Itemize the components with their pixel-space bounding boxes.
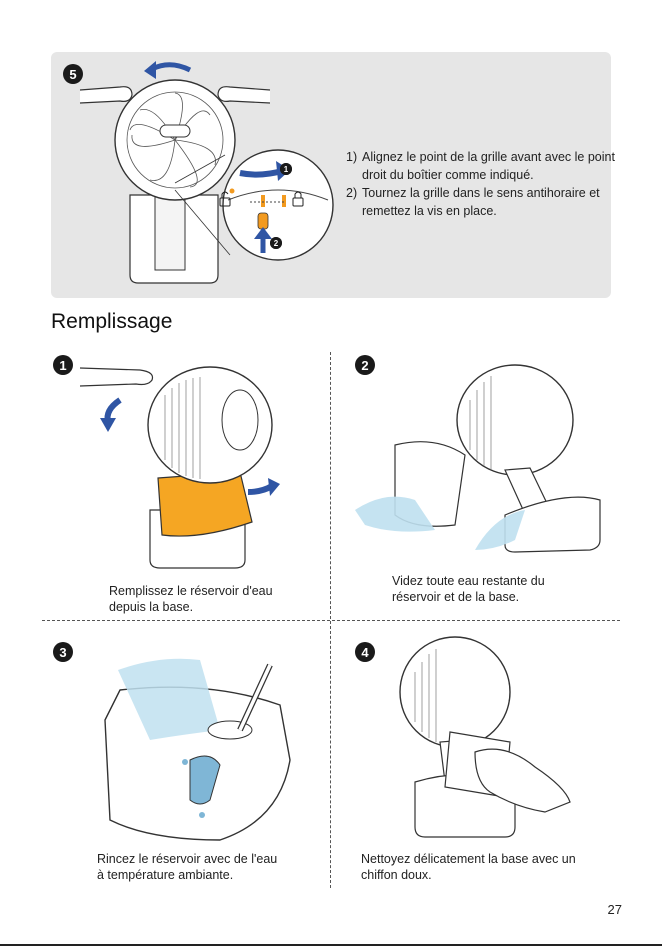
instruction-number: 2) [346,186,358,200]
instruction-text: Alignez le point de la grille avant avec… [362,150,615,182]
page-number: 27 [607,902,622,917]
step-2-caption: Videz toute eau restante du réservoir et… [392,573,545,605]
lock-icon [292,191,304,207]
instruction-number: 1) [346,150,358,164]
caption-line: Remplissez le réservoir d'eau [109,584,273,598]
step-badge-4: 4 [355,642,375,662]
curved-arrow-icon [150,62,192,73]
caption-line: à température ambiante. [97,868,234,882]
step-badge-5: 5 [63,64,83,84]
caption-line: Rincez le réservoir avec de l'eau [97,852,278,866]
unlock-icon [219,191,231,207]
instruction-2: 2) Tournez la grille dans le sens antiho… [346,184,616,220]
step-4-caption: Nettoyez délicatement la base avec un ch… [361,851,576,883]
callout-marker-2: 2 [270,237,282,249]
step-badge-2: 2 [355,355,375,375]
step-1-caption: Remplissez le réservoir d'eau depuis la … [109,583,273,615]
caption-line: réservoir et de la base. [392,590,520,604]
clean-base-illustration [399,636,571,838]
step-badge-1: 1 [53,355,73,375]
caption-line: depuis la base. [109,600,194,614]
bottom-rule [0,944,662,946]
step-3-caption: Rincez le réservoir avec de l'eau à temp… [97,851,277,883]
grille-reassembly-illustration [79,61,334,284]
grid-divider-horizontal [42,620,620,621]
instruction-text: Tournez la grille dans le sens antihorai… [362,186,600,218]
curved-arrow-icon [239,168,283,178]
caption-line: chiffon doux. [361,868,432,882]
instruction-1: 1) Alignez le point de la grille avant a… [346,148,616,184]
reassembly-instructions: 1) Alignez le point de la grille avant a… [346,148,616,220]
caption-line: Videz toute eau restante du [392,574,545,588]
step-badge-3: 3 [53,642,73,662]
caption-line: Nettoyez délicatement la base avec un [361,852,576,866]
empty-tank-illustration [355,364,601,553]
rinse-tank-illustration [104,658,291,841]
section-title: Remplissage [51,310,173,333]
callout-marker-1: 1 [280,163,292,175]
fill-tank-illustration [79,366,280,569]
